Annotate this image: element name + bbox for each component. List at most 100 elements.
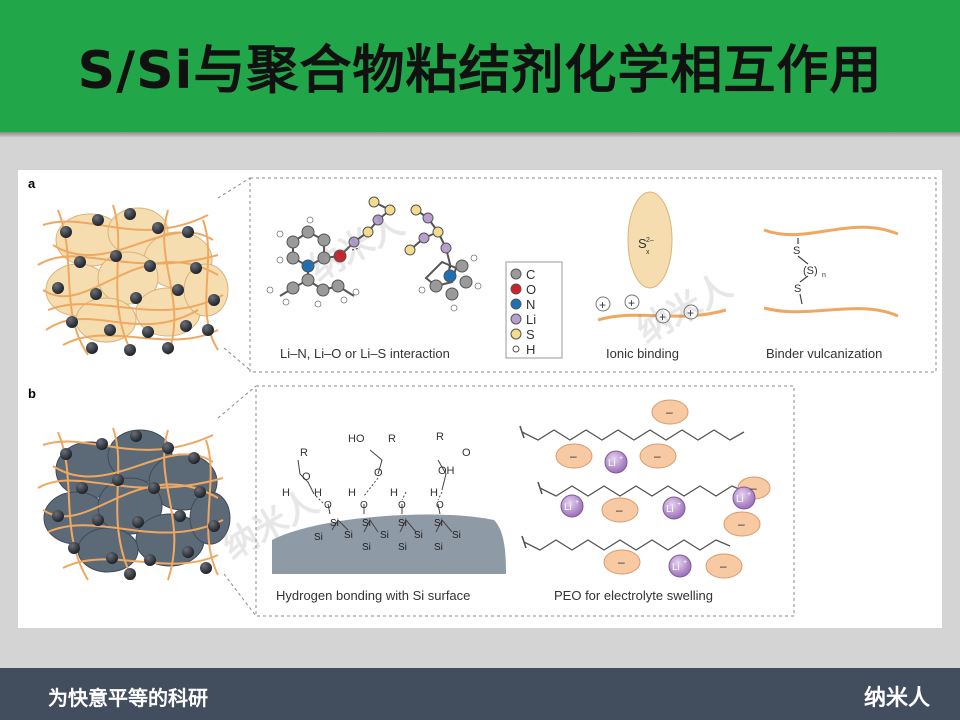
anion-6: –: [750, 481, 757, 495]
hb-o-1: O: [302, 471, 311, 483]
anion-8: –: [720, 559, 727, 573]
li-sup-3: +: [677, 501, 681, 508]
zoom-line-a-bottom: [223, 347, 251, 371]
peo-illustration: – – – – – – – – Li Li Li Li Li + + + + +: [519, 399, 771, 579]
legend-dot-n: [510, 298, 522, 310]
legend-c: C: [526, 267, 535, 282]
li-4: Li: [736, 494, 744, 505]
si-7: Si: [380, 530, 389, 541]
panel-b-label: b: [28, 386, 36, 401]
li-1: Li: [608, 458, 616, 469]
li-sup-5: +: [683, 559, 687, 566]
legend-dot-h: [512, 345, 520, 353]
li-sup-4: +: [747, 491, 751, 498]
plus-4: +: [687, 306, 694, 320]
surface-o-4: O: [436, 500, 444, 511]
zoom-line-a-top: [217, 177, 251, 199]
legend-s: S: [526, 327, 535, 342]
li-5: Li: [672, 562, 680, 573]
hb-r-1: R: [300, 447, 308, 459]
caption-li-interaction: Li–N, Li–O or Li–S interaction: [280, 346, 450, 361]
surface-o-2: O: [360, 500, 368, 511]
hb-h-3: H: [348, 487, 356, 499]
sulfide-sub: x: [646, 249, 650, 256]
si-5: Si: [314, 532, 323, 543]
legend-dot-o: [510, 283, 522, 295]
zoom-line-b-bottom: [223, 573, 257, 617]
vulc-s-top: S: [793, 245, 800, 257]
si-12: Si: [434, 542, 443, 553]
si-surface-hbond-illustration: R O H H HO R O H H R O OH H O O O O Si S…: [272, 431, 506, 574]
anion-7: –: [618, 555, 625, 569]
figure-panel: a: [18, 170, 942, 628]
legend-dot-s: [510, 328, 522, 340]
title-bar-shadow: [0, 132, 960, 138]
hb-r-3: R: [436, 431, 444, 443]
hb-h-4: H: [390, 487, 398, 499]
li-sup-2: +: [575, 499, 579, 506]
si-1: Si: [330, 518, 339, 529]
composite-b-illustration: [37, 427, 231, 581]
legend-dot-c: [510, 268, 522, 280]
panel-b-zoom-box: [255, 385, 795, 617]
hb-oh: OH: [438, 465, 455, 477]
slide-title: S/Si与聚合物粘结剂化学相互作用: [77, 41, 883, 101]
surface-o-1: O: [324, 500, 332, 511]
li-2: Li: [564, 502, 572, 513]
legend-o: O: [526, 282, 536, 297]
caption-ionic-binding: Ionic binding: [606, 346, 679, 361]
zoom-line-b-top: [217, 385, 257, 419]
plus-3: +: [659, 310, 666, 324]
vulc-n: n: [822, 272, 826, 279]
hb-o-3: O: [462, 447, 471, 459]
figure-svg: a: [28, 176, 937, 617]
vulc-sn: (S): [803, 265, 818, 277]
anion-5: –: [738, 517, 745, 531]
ionic-binding-illustration: S x 2– + + + +: [595, 191, 727, 324]
si-8: Si: [414, 530, 423, 541]
hb-o-2: O: [374, 467, 383, 479]
caption-hydrogen-bonding: Hydrogen bonding with Si surface: [276, 588, 470, 603]
vulc-s-bottom: S: [794, 283, 801, 295]
hb-h-2: H: [314, 487, 322, 499]
anion-4: –: [616, 503, 623, 517]
title-bar: [0, 0, 960, 132]
atom-legend: C O N Li S H: [505, 261, 563, 359]
panel-a-zoom-box: [249, 177, 937, 373]
vulcanization-illustration: S (S) n S: [763, 225, 899, 318]
si-9: Si: [452, 530, 461, 541]
footer-slogan: 为快意平等的科研: [48, 686, 208, 710]
li-coordination-molecule: [266, 196, 482, 312]
si-6: Si: [344, 530, 353, 541]
caption-vulcanization: Binder vulcanization: [766, 346, 882, 361]
panel-a-label: a: [28, 176, 36, 191]
sulfide-label: S: [638, 236, 647, 251]
hb-h-5: H: [430, 487, 438, 499]
li-sup-1: +: [619, 455, 623, 462]
composite-a-illustration: [37, 204, 229, 356]
plus-2: +: [628, 296, 635, 310]
legend-dot-li: [510, 313, 522, 325]
li-3: Li: [666, 504, 674, 515]
si-4: Si: [434, 518, 443, 529]
footer-brand-logo: 纳米人: [863, 686, 930, 711]
caption-peo: PEO for electrolyte swelling: [554, 588, 713, 603]
sulfide-sup: 2–: [646, 237, 654, 244]
hb-ho: HO: [348, 433, 365, 445]
anion-3: –: [654, 449, 661, 463]
footer-bar: 为快意平等的科研 纳米人: [0, 668, 960, 720]
legend-li: Li: [526, 312, 536, 327]
legend-n: N: [526, 297, 535, 312]
si-3: Si: [398, 518, 407, 529]
si-11: Si: [398, 542, 407, 553]
hb-r-2: R: [388, 433, 396, 445]
si-2: Si: [362, 518, 371, 529]
si-10: Si: [362, 542, 371, 553]
surface-o-3: O: [398, 500, 406, 511]
legend-h: H: [526, 342, 535, 357]
anion-1: –: [666, 405, 673, 419]
plus-1: +: [599, 298, 606, 312]
anion-2: –: [570, 449, 577, 463]
hb-h-1: H: [282, 487, 290, 499]
watermark-1: 纳米人: [303, 205, 410, 289]
